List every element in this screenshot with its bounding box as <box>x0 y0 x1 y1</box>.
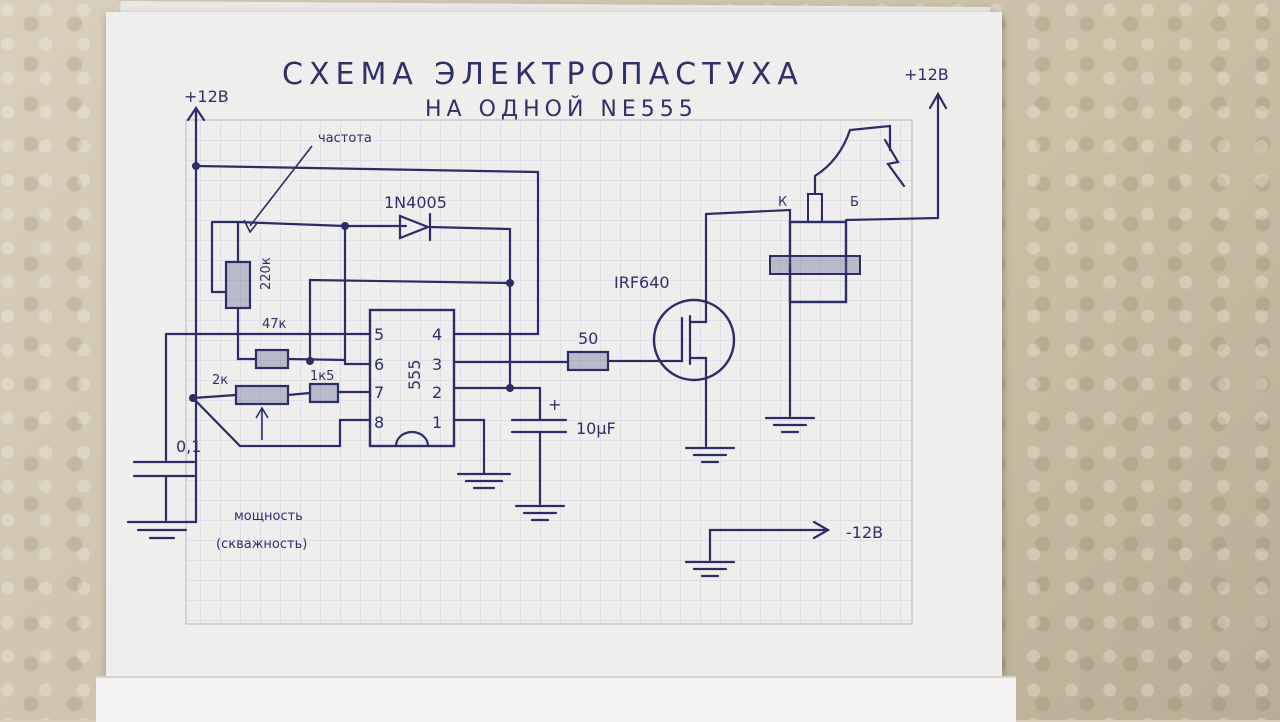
ic-pin-1: 1 <box>432 413 442 432</box>
ic-pin-8: 8 <box>374 413 384 432</box>
power-arrow <box>255 406 269 440</box>
wire-to-pin4 <box>194 164 540 336</box>
cap-01-label: 0,1 <box>176 437 201 456</box>
frequency-arrow <box>243 145 313 234</box>
ic-pin-7: 7 <box>374 383 384 402</box>
frequency-label: частота <box>318 131 372 146</box>
resistor-47k <box>254 348 290 370</box>
res-2k-label: 2к <box>212 373 228 388</box>
notebook-lower-page <box>96 676 1016 722</box>
capacitor-01 <box>132 460 196 522</box>
coil-terminal-b: Б <box>850 195 859 210</box>
ic-notch <box>394 430 430 448</box>
ground-symbol-pin1 <box>456 472 512 490</box>
frequency-potentiometer <box>224 260 252 310</box>
wire-to-pin6 <box>343 224 372 366</box>
capacitor-10uf <box>510 418 568 506</box>
resistor-1k5 <box>308 382 340 404</box>
wire-coil-to-plus12 <box>844 91 948 222</box>
ground-symbol-minus12 <box>684 560 736 578</box>
ic-pin-3: 3 <box>432 355 442 374</box>
res-47k-wiring <box>236 306 347 362</box>
schematic-subtitle: НА ОДНОЙ NE555 <box>425 96 698 122</box>
resistor-50 <box>566 350 610 372</box>
ic-pin-5: 5 <box>374 325 384 344</box>
power-potentiometer <box>234 384 290 406</box>
mosfet-body <box>652 298 736 382</box>
ground-symbol-left <box>126 520 198 540</box>
cap-10uf-label: 10μF <box>576 419 616 438</box>
ground-symbol-mosfet <box>684 446 736 464</box>
pot-wiring <box>210 220 408 294</box>
wire-pin2 <box>452 386 542 422</box>
ic-pin-4: 4 <box>432 325 442 344</box>
minus-12v-label: -12В <box>846 523 883 542</box>
wire-drain-to-coil <box>704 208 792 222</box>
pot-220k-label: 220к <box>259 257 274 290</box>
plus-12v-right-label: +12В <box>904 65 949 84</box>
pot-2k-wiring <box>191 391 312 400</box>
diode-cathode-wire <box>428 212 512 388</box>
duty-cycle-label: (скважность) <box>216 537 307 552</box>
spark-symbol <box>883 138 906 188</box>
diode-label: 1N4005 <box>384 193 447 212</box>
mosfet-label: IRF640 <box>614 273 670 292</box>
diode-body <box>398 214 432 240</box>
coil-bracket <box>769 255 861 275</box>
power-label: мощность <box>234 509 303 524</box>
wire-to-pin8 <box>191 396 372 448</box>
schematic-title: СХЕМА ЭЛЕКТРОПАСТУХА <box>282 57 804 92</box>
junction-dot <box>306 357 314 365</box>
minus-12v-arrow <box>708 520 831 562</box>
res-47k-label: 47к <box>262 317 287 332</box>
res-50-label: 50 <box>578 329 598 348</box>
coil-terminal-k: К <box>778 195 787 210</box>
ground-symbol-cap <box>514 504 566 522</box>
hv-wire <box>813 124 892 196</box>
cap-plus-sign: + <box>548 395 561 414</box>
plus-12v-left-label: +12В <box>184 87 229 106</box>
ic-pin-2: 2 <box>432 383 442 402</box>
wire-pin1 <box>452 418 486 476</box>
ic-label: 555 <box>405 359 424 390</box>
ground-symbol-coil <box>764 416 816 434</box>
ne555-chip <box>368 308 456 448</box>
mosfet-leads <box>658 212 708 448</box>
res-1k5-label: 1к5 <box>310 369 334 384</box>
ic-pin-6: 6 <box>374 355 384 374</box>
